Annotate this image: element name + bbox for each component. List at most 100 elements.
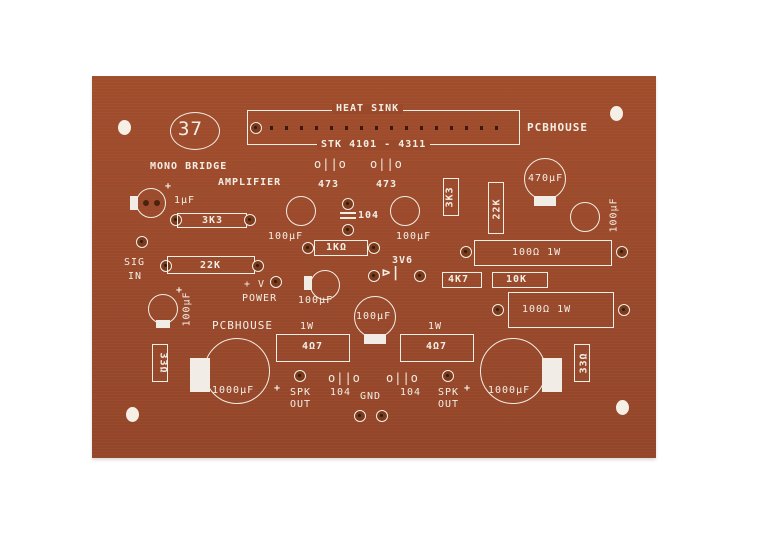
resistor-33-right-outline xyxy=(574,344,590,382)
pad xyxy=(244,214,256,226)
cap-104-right-label: 104 xyxy=(400,387,422,398)
mounting-hole-top-left xyxy=(118,120,131,135)
cap-1uf-outline xyxy=(136,188,166,218)
zener-diode-symbol: ⊳| xyxy=(382,265,401,281)
cap-100uf-right-outline xyxy=(570,202,600,232)
cap-marker xyxy=(364,334,386,344)
resistor-100-1w-a-outline xyxy=(474,240,612,266)
resistor-33-left-outline xyxy=(152,344,168,382)
resistor-22k-h-label: 22K xyxy=(200,260,222,271)
resistor-22k-v-outline xyxy=(488,182,504,234)
brand-left: PCBHOUSE xyxy=(212,319,273,332)
resistor-3k3-v-outline xyxy=(443,178,459,216)
cap-470uf-label: 470µF xyxy=(528,173,564,184)
resistor-4k7-outline xyxy=(442,272,482,288)
pad xyxy=(252,260,264,272)
pcb-board: 37 HEAT SINK STK 4101 - 4311 PCBHOUSE MO… xyxy=(92,76,656,458)
cap-100uf-b-outline xyxy=(390,196,420,226)
pad-hole xyxy=(143,200,149,206)
spk-out-left-1: SPK xyxy=(290,387,312,398)
resistor-4k7-label: 4K7 xyxy=(448,274,470,285)
zener-label: 3V6 xyxy=(392,255,414,266)
spk-out-right-2: OUT xyxy=(438,399,460,410)
pad xyxy=(302,242,314,254)
cap-104-left-symbol: o||o xyxy=(328,371,361,385)
title-line-1: MONO BRIDGE xyxy=(150,161,228,172)
resistor-22k-v-label: 22K xyxy=(491,198,503,220)
resistor-1w-left-rating: 1W xyxy=(300,321,315,332)
mounting-hole-bottom-left xyxy=(126,407,139,422)
pad xyxy=(414,270,426,282)
plus-sign: + xyxy=(165,181,173,192)
pad xyxy=(368,242,380,254)
pad xyxy=(160,260,172,272)
heatsink-label: HEAT SINK xyxy=(332,104,404,114)
power-label: POWER xyxy=(242,293,278,304)
resistor-100-1w-a-label: 100Ω 1W xyxy=(512,247,562,258)
board-number-oval xyxy=(170,112,220,150)
cap-473-a-symbol: o||o xyxy=(314,157,347,171)
sig-in-pad xyxy=(136,236,148,248)
mounting-hole-bottom-right xyxy=(616,400,629,415)
pad xyxy=(618,304,630,316)
cap-marker xyxy=(156,320,170,328)
brand-top: PCBHOUSE xyxy=(527,121,588,134)
mounting-hole-top-right xyxy=(610,106,623,121)
pad xyxy=(460,246,472,258)
plus-sign: + xyxy=(176,285,184,296)
cap-marker xyxy=(304,276,312,290)
sig-in-label-1: SIG xyxy=(124,257,146,268)
board-number: 37 xyxy=(178,118,203,140)
plus-sign: + xyxy=(464,383,472,394)
gnd-pad-1 xyxy=(354,410,366,422)
cap-473-a-label: 473 xyxy=(318,179,340,190)
cap-473-b-label: 473 xyxy=(376,179,398,190)
cap-100uf-left-label: 100µF xyxy=(181,291,193,327)
cap-100uf-center-label: 100µF xyxy=(356,311,392,322)
spk-out-left-2: OUT xyxy=(290,399,312,410)
sig-in-label-2: IN xyxy=(128,271,143,282)
power-plus-label: + V xyxy=(244,279,266,290)
pad xyxy=(368,270,380,282)
resistor-4r7-right-outline xyxy=(400,334,474,362)
cap-marker xyxy=(534,196,556,206)
spk-out-right-1: SPK xyxy=(438,387,460,398)
cap-plate xyxy=(340,212,356,214)
resistor-100-1w-b-label: 100Ω 1W xyxy=(522,304,572,315)
gnd-label: GND xyxy=(360,391,382,402)
cap-100uf-a-outline xyxy=(286,196,316,226)
resistor-33-right-label: 33Ω xyxy=(578,352,590,374)
cap-marker xyxy=(190,358,210,392)
cap-1000uf-right-label: 1000µF xyxy=(488,385,531,396)
pad xyxy=(342,198,354,210)
cap-473-b-symbol: o||o xyxy=(370,157,403,171)
pad xyxy=(342,224,354,236)
ic-label: STK 4101 - 4311 xyxy=(317,140,431,150)
cap-104-left-label: 104 xyxy=(330,387,352,398)
pad xyxy=(492,304,504,316)
resistor-33-left-label: 33Ω xyxy=(157,352,169,374)
cap-100uf-c-label: 100µF xyxy=(298,295,334,306)
cap-104-right-symbol: o||o xyxy=(386,371,419,385)
resistor-1k-outline xyxy=(314,240,368,256)
resistor-10k-outline xyxy=(492,272,548,288)
cap-104-mid-label: 104 xyxy=(358,210,380,221)
cap-marker xyxy=(542,358,562,392)
cap-1000uf-left-label: 1000µF xyxy=(212,385,255,396)
ic-pin-1-pad xyxy=(250,122,262,134)
resistor-4r7-left-label: 4Ω7 xyxy=(302,341,324,352)
resistor-10k-label: 10K xyxy=(506,274,528,285)
resistor-1k-label: 1KΩ xyxy=(326,242,348,253)
resistor-4r7-left-outline xyxy=(276,334,350,362)
cap-1uf-label: 1µF xyxy=(174,195,196,206)
resistor-4r7-right-label: 4Ω7 xyxy=(426,341,448,352)
pad xyxy=(616,246,628,258)
cap-100uf-b-label: 100µF xyxy=(396,231,432,242)
resistor-1w-right-rating: 1W xyxy=(428,321,443,332)
spk-out-left-pad xyxy=(294,370,306,382)
cap-100uf-right-label: 100µF xyxy=(608,197,620,233)
cap-plate xyxy=(340,217,356,219)
gnd-pad-2 xyxy=(376,410,388,422)
spk-out-right-pad xyxy=(442,370,454,382)
cap-100uf-a-label: 100µF xyxy=(268,231,304,242)
